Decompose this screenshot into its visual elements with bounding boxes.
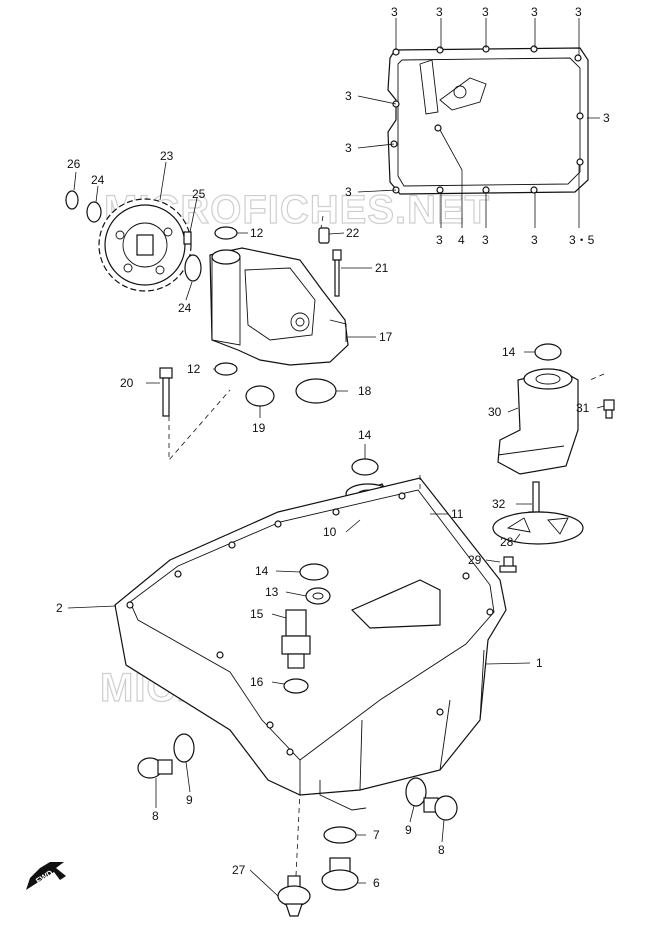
drain-plug-6 xyxy=(321,857,359,891)
gasket-7 xyxy=(323,826,357,844)
callout-labels: 3 3 3 3 3 3 3 3 3 3 3 3 4 3・5 26 24 23 2… xyxy=(56,5,610,890)
callout-21: 21 xyxy=(375,261,389,275)
fwd-arrow-icon: FWD xyxy=(26,862,66,890)
oil-pressure-switch-15 xyxy=(281,609,311,669)
callout-29: 29 xyxy=(468,553,482,567)
oil-pump-assembly xyxy=(209,247,349,366)
o-ring-18 xyxy=(295,378,337,404)
oil-pump-drive-gear xyxy=(98,198,192,292)
callout-18: 18 xyxy=(358,384,372,398)
o-ring-14-center xyxy=(351,458,379,476)
callout-12: 12 xyxy=(187,362,201,376)
plug-27 xyxy=(277,875,311,917)
callout-7: 7 xyxy=(373,828,380,842)
callout-3: 3 xyxy=(482,5,489,19)
callout-30: 30 xyxy=(488,405,502,419)
circlip-26 xyxy=(65,190,79,210)
callout-3-5: 3・5 xyxy=(569,233,595,247)
callout-3: 3 xyxy=(345,141,352,155)
callout-10: 10 xyxy=(323,525,337,539)
bolt-21 xyxy=(332,249,342,297)
o-ring-12-lower xyxy=(214,362,238,376)
washer-24-upper xyxy=(86,201,102,223)
bolt-20 xyxy=(159,367,173,417)
callout-32: 32 xyxy=(492,497,506,511)
baffle-plate-28 xyxy=(492,511,584,545)
callout-26: 26 xyxy=(67,157,81,171)
callout-16: 16 xyxy=(250,675,264,689)
callout-15: 15 xyxy=(250,607,264,621)
callout-14: 14 xyxy=(255,564,269,578)
callout-3: 3 xyxy=(482,233,489,247)
callout-9: 9 xyxy=(405,823,412,837)
callout-3: 3 xyxy=(436,5,443,19)
callout-25: 25 xyxy=(192,187,206,201)
drain-plug-8-right xyxy=(423,795,458,821)
callout-24: 24 xyxy=(178,301,192,315)
callout-24: 24 xyxy=(91,173,105,187)
pin-25 xyxy=(183,231,192,245)
relief-valve-washer-13 xyxy=(305,587,331,605)
callout-8: 8 xyxy=(438,843,445,857)
callout-4: 4 xyxy=(458,233,465,247)
dowel-pin-22 xyxy=(318,227,330,244)
callout-11: 11 xyxy=(451,507,464,521)
callout-31: 31 xyxy=(576,401,590,415)
callout-3: 3 xyxy=(345,89,352,103)
gasket-9-right xyxy=(405,777,427,807)
callout-3: 3 xyxy=(531,5,538,19)
callout-19: 19 xyxy=(252,421,266,435)
callout-28: 28 xyxy=(500,535,514,549)
callout-22: 22 xyxy=(346,226,360,240)
callout-2: 2 xyxy=(56,601,63,615)
callout-27: 27 xyxy=(232,863,246,877)
callout-8: 8 xyxy=(152,809,159,823)
callout-3: 3 xyxy=(603,111,610,125)
drain-plug-8-left xyxy=(137,757,173,779)
leader-lines xyxy=(67,18,605,897)
callout-14: 14 xyxy=(358,428,372,442)
washer-24-lower xyxy=(184,254,202,282)
callout-13: 13 xyxy=(265,585,279,599)
gasket-16 xyxy=(283,678,309,694)
gasket-9-left xyxy=(173,733,195,763)
o-ring-14-left xyxy=(299,563,329,581)
o-ring-19 xyxy=(245,385,275,407)
o-ring-14-right xyxy=(534,343,562,361)
callout-3: 3 xyxy=(575,5,582,19)
callout-20: 20 xyxy=(120,376,134,390)
oil-pipe-cover-30 xyxy=(497,368,579,475)
o-ring-12-upper xyxy=(214,226,238,240)
callout-14: 14 xyxy=(502,345,516,359)
oil-pan-gasket-plate xyxy=(387,45,589,195)
screw-29 xyxy=(499,556,517,573)
callout-3: 3 xyxy=(345,185,352,199)
callout-17: 17 xyxy=(379,330,393,344)
callout-6: 6 xyxy=(373,876,380,890)
callout-3: 3 xyxy=(391,5,398,19)
callout-12: 12 xyxy=(250,226,264,240)
callout-3: 3 xyxy=(436,233,443,247)
callout-1: 1 xyxy=(536,656,543,670)
bolt-31 xyxy=(603,399,615,419)
callout-3: 3 xyxy=(531,233,538,247)
callout-9: 9 xyxy=(186,793,193,807)
callout-23: 23 xyxy=(160,149,174,163)
